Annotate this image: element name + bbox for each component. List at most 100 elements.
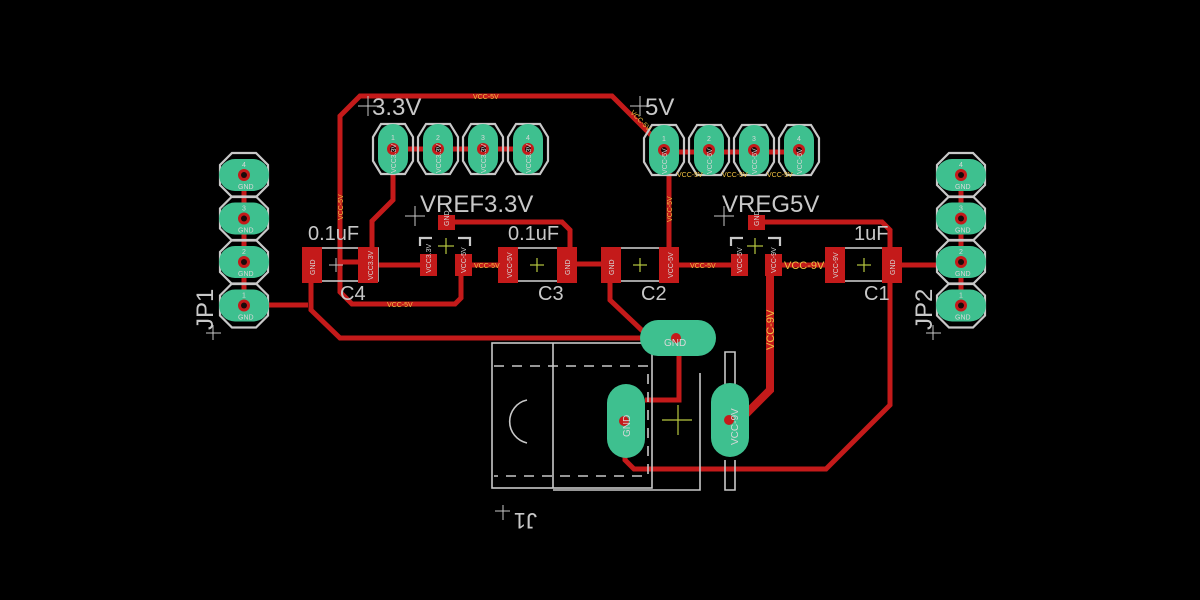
pin-label: VCC3.3V — [526, 143, 533, 173]
vreg-label: VREG5V — [722, 191, 819, 218]
c3-pad-1 — [557, 247, 577, 283]
pin-label: VCC-5V — [662, 148, 669, 174]
pin-number: 3 — [481, 135, 485, 142]
svg-text:GND: GND — [664, 338, 686, 349]
trace-c4-gnd — [308, 268, 650, 341]
regulator-vref3v3[interactable]: VREF3.3V GND VCC3.3V VCC-5V — [405, 191, 533, 276]
net-label: VCC-5V — [767, 172, 793, 179]
c4-pad-1 — [358, 247, 378, 283]
c3-pad-2 — [498, 247, 518, 283]
j1-label: J1 — [514, 508, 537, 533]
trace-vcc5-top — [337, 93, 665, 265]
svg-text:VCC-9V: VCC-9V — [771, 247, 778, 273]
jp1-label: JP1 — [192, 289, 219, 330]
pin-number: 3 — [242, 206, 246, 213]
svg-text:VCC-9V: VCC-9V — [833, 252, 840, 278]
svg-text:GND: GND — [310, 259, 317, 275]
pin-label: GND — [955, 271, 971, 278]
net-label: VCC-9V — [784, 260, 825, 272]
vref-pad-gnd — [438, 215, 455, 230]
c3-label: C3 — [538, 283, 564, 305]
pin-number: 4 — [959, 162, 963, 169]
pin-label: VCC3.3V — [391, 143, 398, 173]
pin-label: GND — [238, 271, 254, 278]
capacitor-c2[interactable]: GND VCC-5V C2 — [601, 247, 679, 305]
svg-text:GND: GND — [609, 259, 616, 275]
trace-vref-gnd-c3 — [446, 219, 573, 262]
capacitor-c4[interactable]: 0.1uF GND VCC3.3V C4 — [302, 223, 379, 305]
pin-number: 2 — [242, 249, 246, 256]
c2-label: C2 — [641, 283, 667, 305]
pin-label: VCC-5V — [797, 148, 804, 174]
c4-pad-2 — [302, 247, 322, 283]
pin-number: 3 — [959, 206, 963, 213]
pin-label: VCC-5V — [707, 148, 714, 174]
vreg-pad-gnd — [748, 215, 765, 230]
c4-label: C4 — [340, 283, 366, 305]
svg-text:VCC-9V: VCC-9V — [730, 408, 741, 445]
pin-label: GND — [955, 228, 971, 235]
net-label: VCC-5V — [473, 94, 499, 101]
capacitor-c1[interactable]: 1uF VCC-9V GND C1 — [825, 223, 902, 305]
net-label: VCC-5V — [677, 172, 703, 179]
dc-jack-j1[interactable]: J1 GND GND VCC-9V — [491, 320, 749, 533]
regulator-vreg5v[interactable]: VREG5V GND VCC-5V VCC-9V — [714, 191, 819, 276]
svg-text:GND: GND — [890, 259, 897, 275]
pin-number: 1 — [242, 293, 246, 300]
svg-text:VCC-5V: VCC-5V — [461, 247, 468, 273]
pin-number: 1 — [662, 136, 666, 143]
c1-label: C1 — [864, 283, 890, 305]
svg-text:VCC-5V: VCC-5V — [737, 247, 744, 273]
net-label: VCC-5V — [387, 302, 413, 309]
pin-label: GND — [955, 184, 971, 191]
vreg-pad-in — [765, 254, 782, 276]
pin-label: GND — [238, 315, 254, 322]
trace-vref-bottom — [337, 262, 464, 307]
net-label: VCC-5V — [474, 263, 500, 270]
trace-vcc9-jack — [739, 270, 774, 421]
pin-number: 2 — [436, 135, 440, 142]
c1-pad-1 — [882, 247, 902, 283]
pin-label: GND — [238, 184, 254, 191]
c1-pad-2 — [825, 247, 845, 283]
pin-number: 2 — [959, 249, 963, 256]
c1-value: 1uF — [854, 223, 888, 245]
svg-text:VCC3.3V: VCC3.3V — [368, 250, 375, 280]
pin-number: 1 — [959, 293, 963, 300]
c4-value: 0.1uF — [308, 223, 359, 245]
pin-label: GND — [955, 315, 971, 322]
capacitor-c3[interactable]: 0.1uF VCC-5V GND C3 — [498, 223, 577, 305]
jp2-label: JP2 — [911, 289, 938, 330]
c3-value: 0.1uF — [508, 223, 559, 245]
c2-pad-2 — [601, 247, 621, 283]
net-label: VCC-5V — [667, 196, 674, 222]
trace-vreg-gnd-c1 — [750, 219, 893, 262]
net-label: VCC-5V — [722, 172, 748, 179]
trace-jack-gnd — [645, 340, 682, 403]
svg-text:VCC-5V: VCC-5V — [668, 252, 675, 278]
svg-text:GND: GND — [565, 259, 572, 275]
header-5v-label: 5V — [645, 94, 674, 121]
svg-text:GND: GND — [622, 415, 633, 437]
